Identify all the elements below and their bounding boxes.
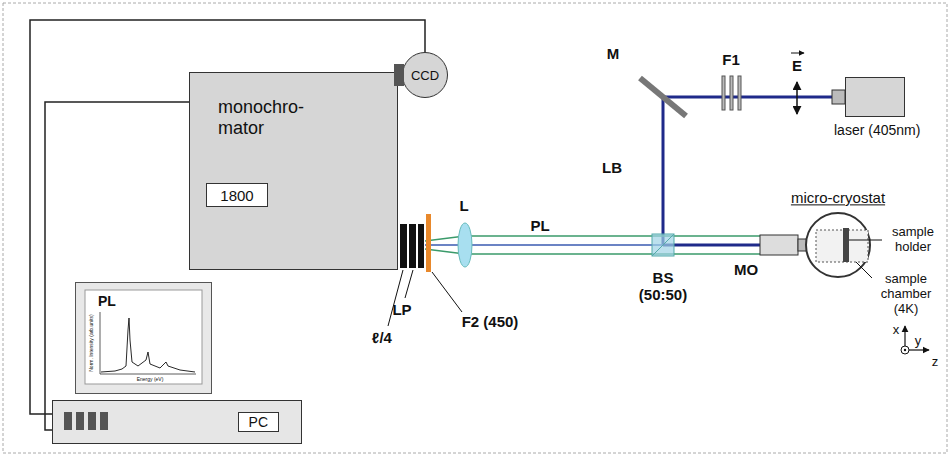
beam-splitter — [652, 234, 674, 256]
leader-line — [432, 272, 462, 312]
axis-title: Energy (eV) — [137, 377, 164, 383]
part-label: BS (50:50) — [635, 269, 691, 304]
spectrum-curve — [101, 318, 195, 372]
laser-box: laser (405nm) — [845, 77, 905, 117]
part-label: F2 (450) — [462, 313, 519, 330]
plot-axis — [100, 312, 101, 374]
frame-border — [3, 3, 947, 453]
ccd-mount — [394, 64, 404, 86]
axis-title: Norm. Intensity (arb.units) — [89, 314, 95, 372]
pl-beam — [465, 253, 760, 255]
monitor-screen — [85, 290, 202, 384]
part-label: micro-cryostat — [791, 189, 885, 206]
axis-label: y — [915, 334, 922, 349]
leader-line — [856, 262, 872, 278]
axis-label: x — [893, 323, 900, 338]
part-label: sample holder — [884, 225, 942, 255]
field-label: E — [792, 57, 802, 74]
beam-splitter — [652, 234, 674, 256]
axis-y — [901, 346, 909, 354]
pc-slot — [64, 412, 72, 430]
pc-slot — [76, 412, 84, 430]
polarization-arrow — [796, 82, 798, 114]
laser-beam — [663, 244, 760, 247]
pl-beam — [465, 244, 663, 246]
axis-label: z — [932, 355, 939, 370]
sample-holder — [843, 228, 849, 262]
plot-axis — [100, 374, 196, 375]
filter-f2 — [426, 214, 431, 272]
node-text: PL — [98, 293, 116, 309]
polarizer — [409, 224, 416, 268]
node-text: PC — [238, 412, 279, 432]
signal-cable — [30, 20, 425, 414]
leader-line — [405, 270, 413, 298]
part-label: M — [607, 45, 620, 62]
axis-y — [904, 349, 906, 351]
beam-label: LB — [602, 159, 622, 176]
node-text: laser (405nm) — [834, 122, 920, 138]
ccd-circle: CCD — [402, 52, 448, 98]
pl-beam — [465, 235, 760, 237]
lens — [458, 223, 472, 267]
laser-nozzle — [832, 90, 845, 104]
grating-box: 1800 — [206, 183, 268, 207]
slit-block — [418, 224, 424, 268]
monochromator-box: monochro-mator 1800 — [189, 72, 398, 270]
sample-chamber — [816, 230, 868, 262]
part-label: MO — [734, 261, 758, 278]
node-text: CCD — [411, 68, 439, 83]
node-text: 1800 — [220, 187, 253, 204]
part-label: LP — [392, 301, 411, 318]
beam-label: PL — [530, 217, 549, 234]
part-label: F1 — [722, 51, 740, 68]
laser-beam — [663, 97, 832, 245]
filter-plate — [738, 76, 741, 110]
pc-slot — [100, 412, 108, 430]
node-text: monochro-mator — [218, 97, 310, 138]
cryostat — [806, 213, 870, 277]
leader-line — [849, 240, 882, 241]
vector-arrow — [791, 53, 804, 54]
part-label: ℓ/4 — [372, 329, 392, 346]
microscope-objective — [760, 235, 798, 255]
filter-plate — [730, 76, 733, 110]
part-label: sample chamber (4K) — [873, 272, 939, 317]
pc-slot — [88, 412, 96, 430]
waveplate — [400, 224, 407, 268]
mirror — [640, 78, 686, 116]
part-label: L — [459, 197, 468, 214]
filter-plate — [722, 76, 725, 110]
